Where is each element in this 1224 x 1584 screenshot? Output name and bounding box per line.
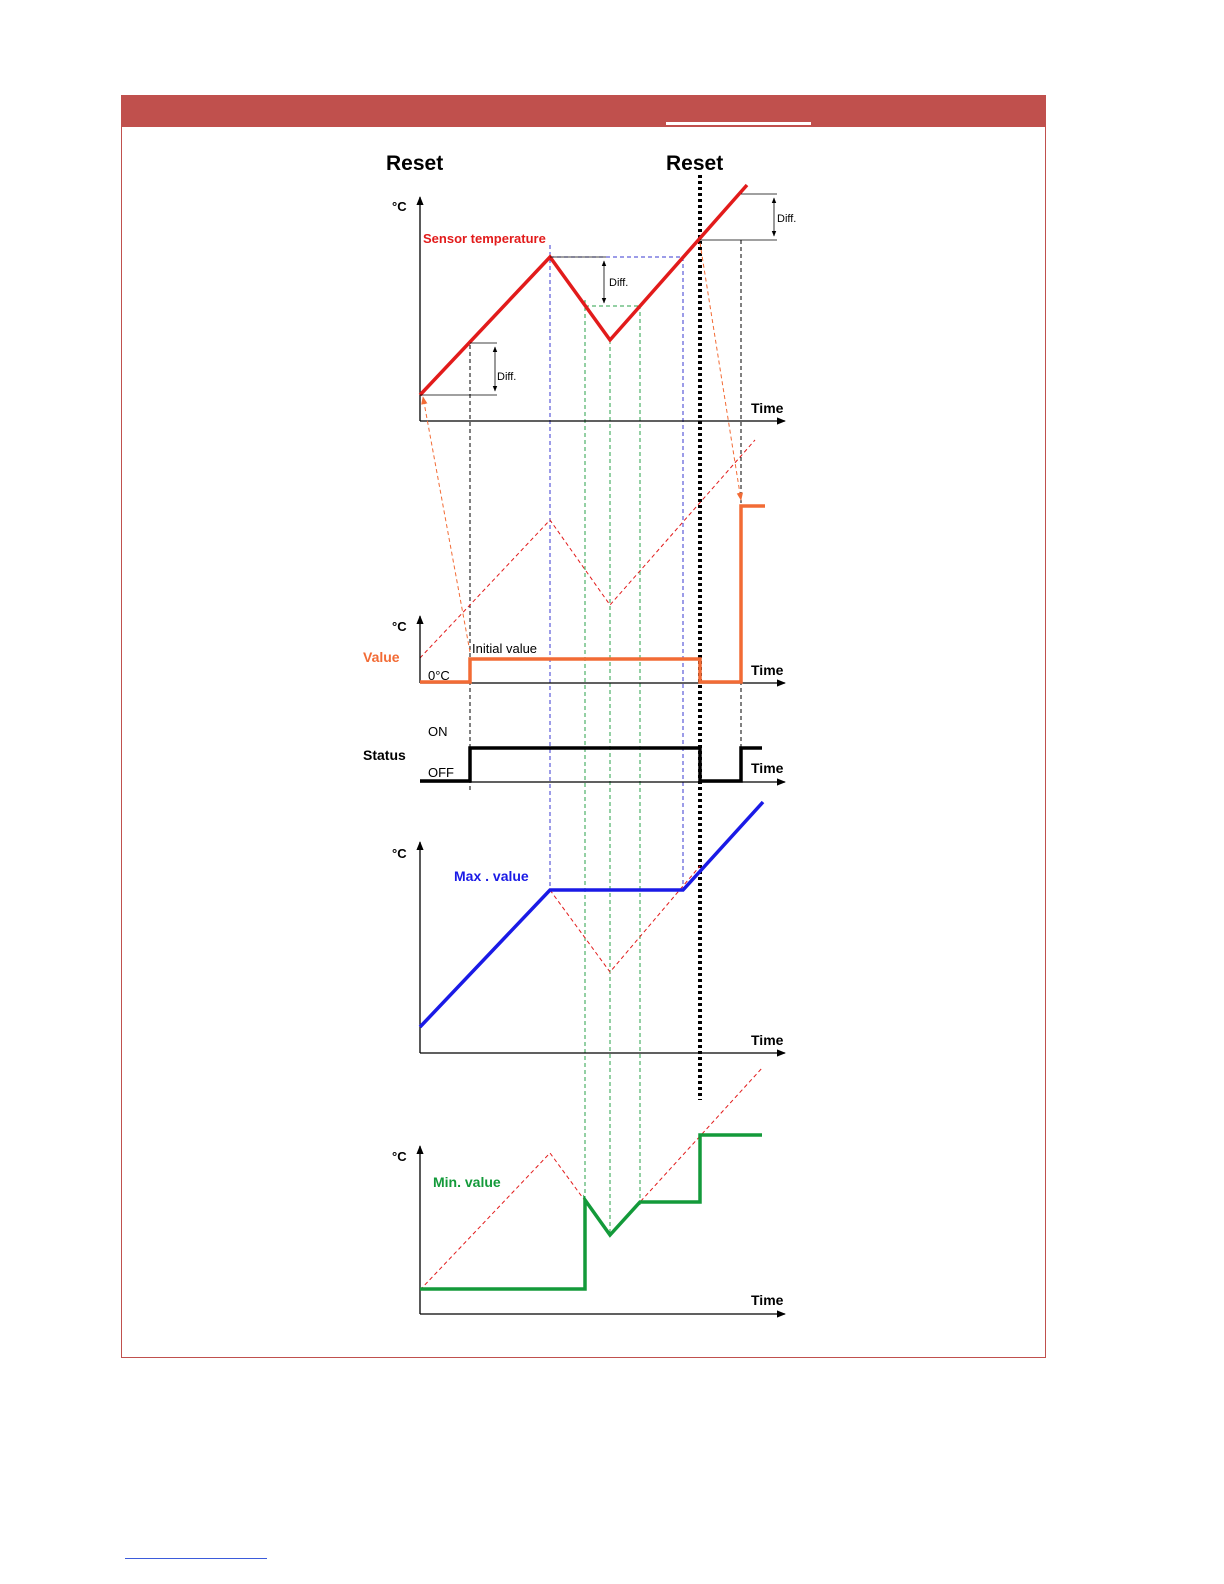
max-value-label: Max . value xyxy=(454,868,529,884)
status-panel: ON OFF Status Time xyxy=(363,724,785,782)
y-axis-unit: °C xyxy=(392,619,407,634)
on-label: ON xyxy=(428,724,448,739)
reset-label-right: Reset xyxy=(666,152,723,175)
sensor-temperature-line xyxy=(420,185,747,395)
diff-label: Diff. xyxy=(609,277,628,289)
x-axis-label: Time xyxy=(751,1292,784,1308)
sensor-temperature-label: Sensor temperature xyxy=(423,231,546,246)
guide-lines xyxy=(470,240,741,1235)
off-label: OFF xyxy=(428,765,454,780)
x-axis-label: Time xyxy=(751,400,784,416)
y-axis-unit: °C xyxy=(392,846,407,861)
y-axis-unit: °C xyxy=(392,199,407,214)
x-axis-label: Time xyxy=(751,1032,784,1048)
status-line xyxy=(420,748,762,781)
x-axis-label: Time xyxy=(751,662,784,678)
y-axis-unit: °C xyxy=(392,1149,407,1164)
max-value-panel: °C Max . value Time xyxy=(392,802,785,1053)
min-value-line xyxy=(420,1135,762,1289)
diff-label: Diff. xyxy=(497,371,516,383)
max-value-line xyxy=(420,802,763,1027)
initial-value-label: Initial value xyxy=(472,641,537,656)
projection-arrow-step xyxy=(700,243,741,500)
value-label: Value xyxy=(363,649,400,665)
min-value-panel: °C Min. value Time xyxy=(392,1067,785,1314)
value-panel: °C Value Initial value 0°C Time xyxy=(363,440,785,683)
diff-label: Diff. xyxy=(777,213,796,225)
max-ghost-sensor-line xyxy=(550,866,700,972)
status-label: Status xyxy=(363,747,406,763)
projection-arrow-initial xyxy=(423,397,470,652)
sensor-panel: °C Time Sensor temperature Diff. Diff. D… xyxy=(392,185,796,421)
reset-label-left: Reset xyxy=(386,152,443,175)
x-axis-label: Time xyxy=(751,760,784,776)
min-value-label: Min. value xyxy=(433,1174,501,1190)
